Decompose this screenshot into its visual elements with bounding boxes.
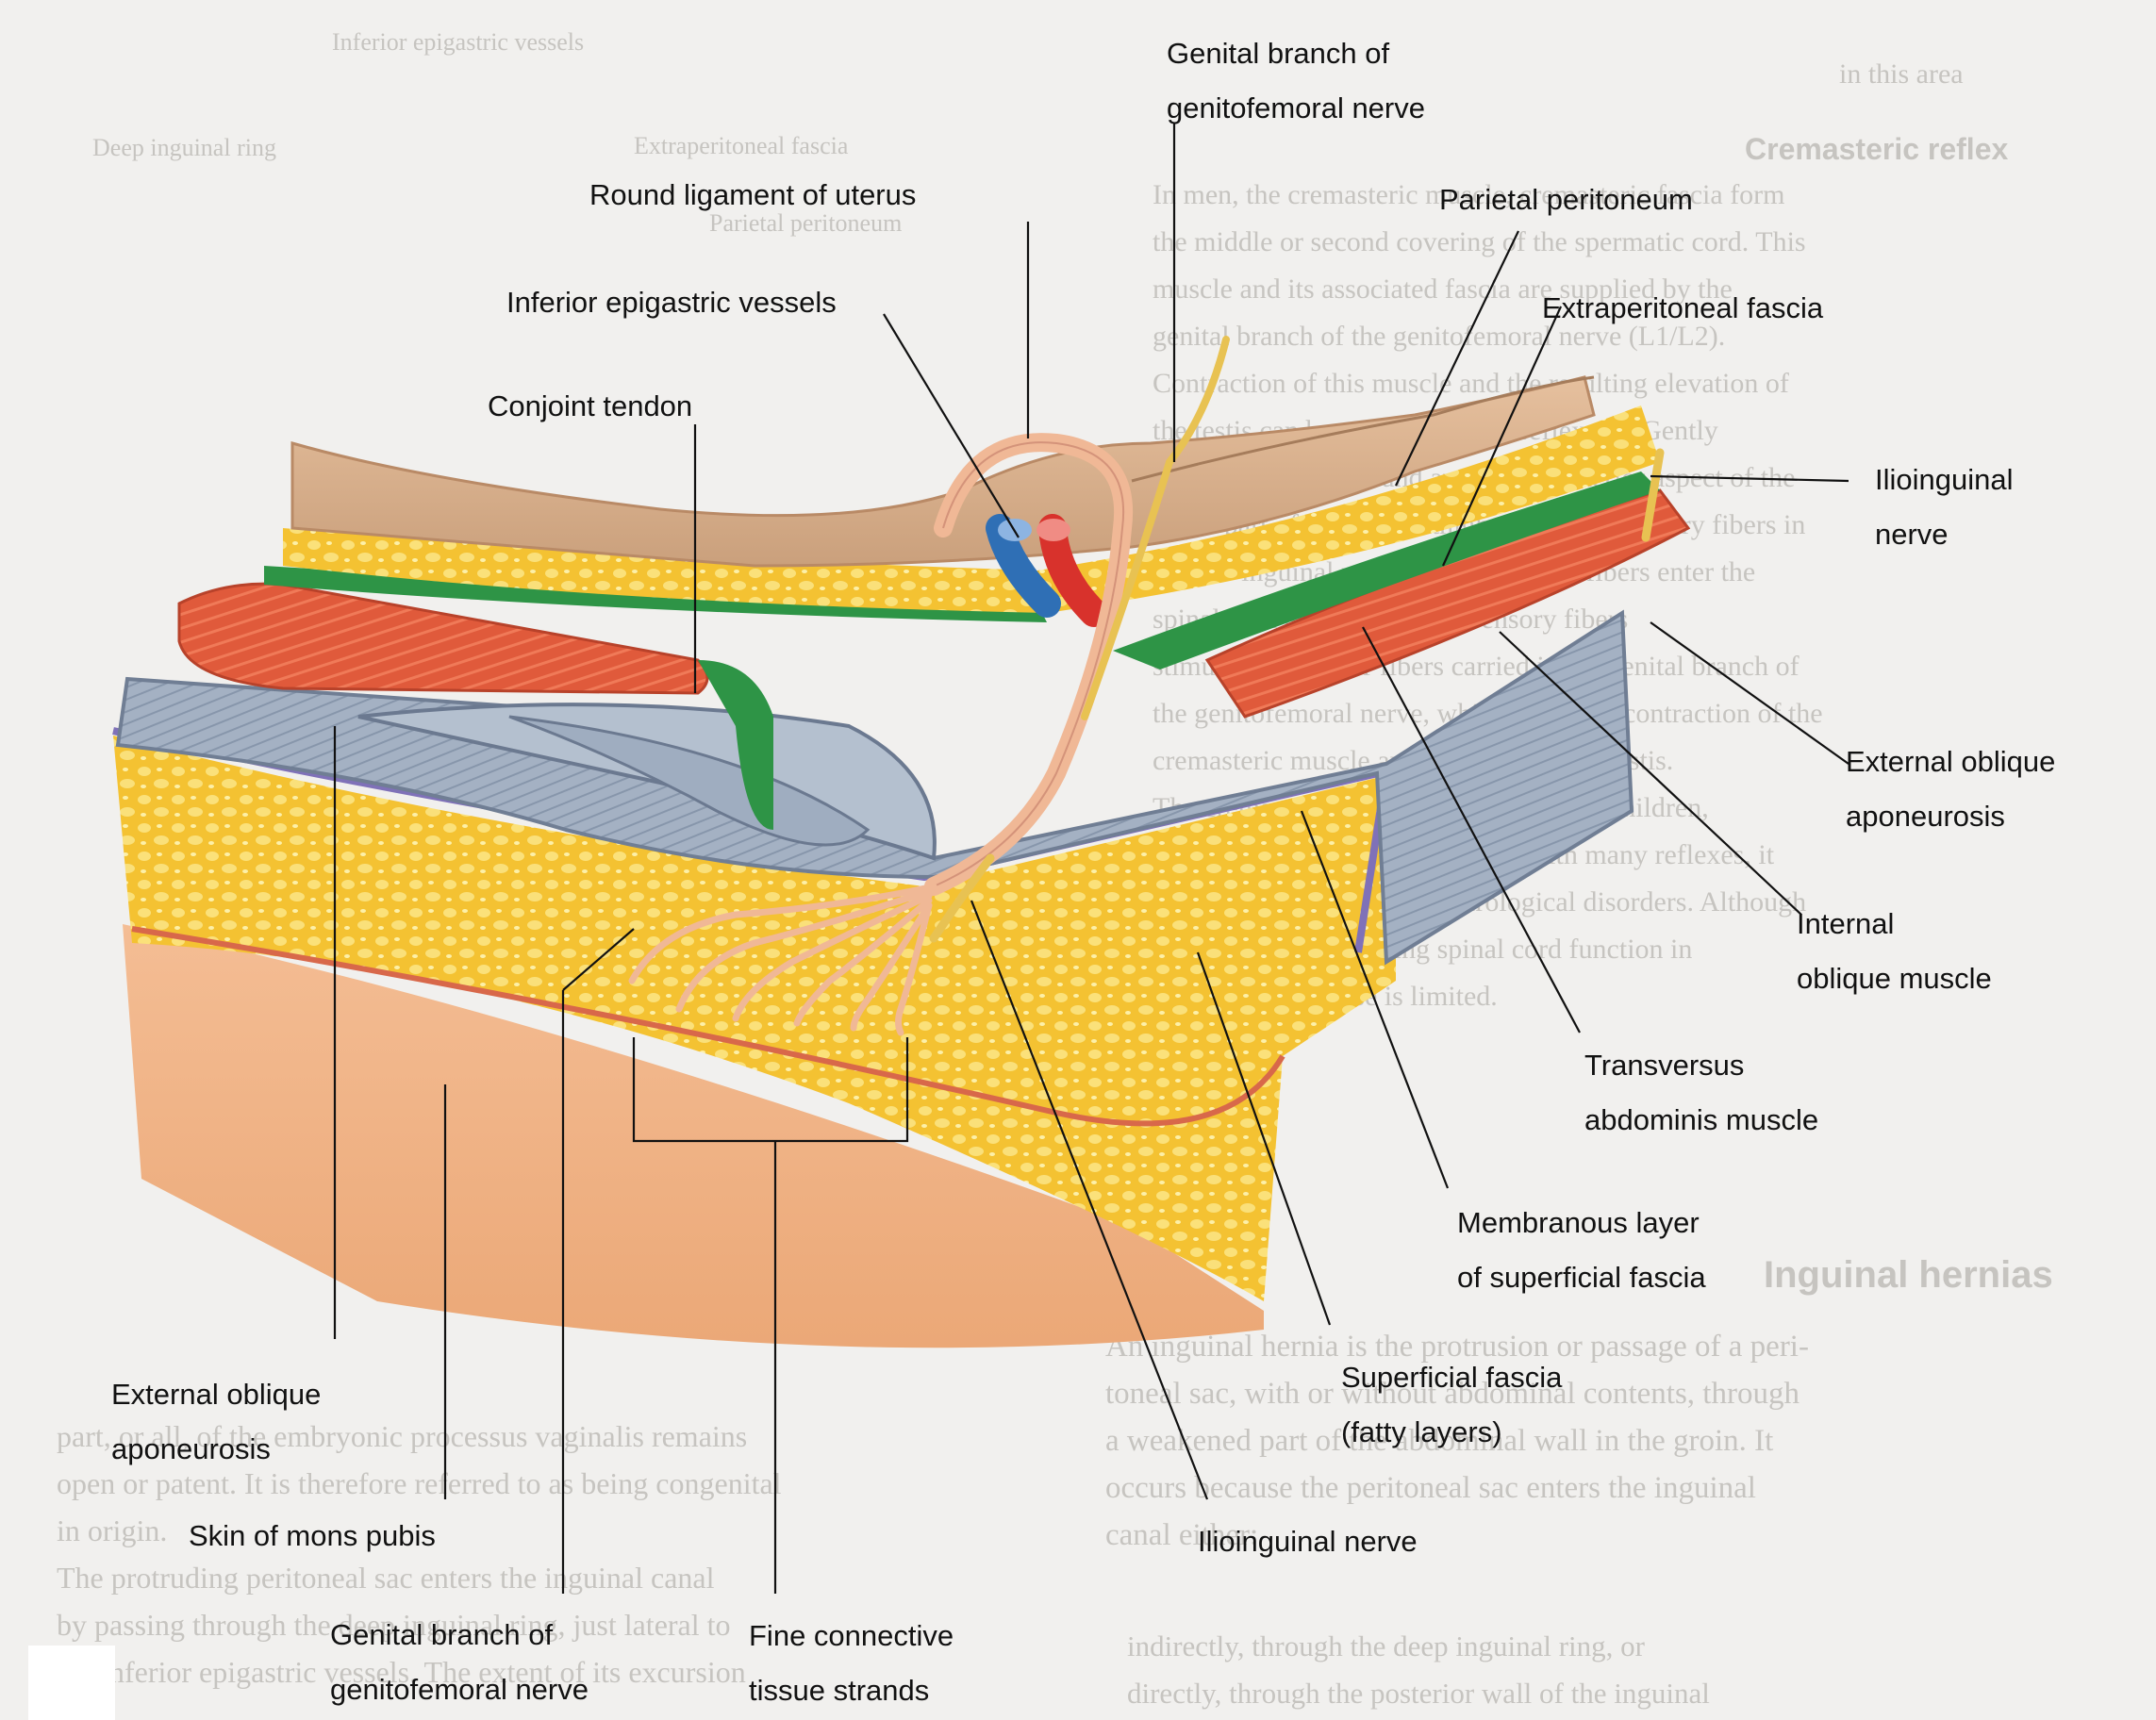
label-line: aponeurosis xyxy=(111,1432,271,1465)
ilioinguinal-nerve-right xyxy=(1641,448,1665,542)
label-superficial-fascia: Superficial fascia (fatty layers) xyxy=(1341,1350,1562,1460)
label-skin-mons-pubis: Skin of mons pubis xyxy=(189,1519,436,1552)
label-external-oblique-left: External oblique aponeurosis xyxy=(111,1367,321,1477)
label-round-ligament: Round ligament of uterus xyxy=(589,178,917,211)
external-oblique-aponeurosis-region xyxy=(115,609,1634,966)
conjoint-tendon-region xyxy=(357,703,937,861)
label-line: External oblique xyxy=(1846,745,2056,778)
corner-patch xyxy=(28,1646,115,1720)
leader-lines xyxy=(333,123,1849,1594)
label-line: Fine connective xyxy=(749,1619,954,1652)
genital-branch-nerve-top xyxy=(1081,336,1230,720)
label-genital-branch-top: Genital branch of genitofemoral nerve xyxy=(1167,26,1425,136)
label-line: Genital branch of xyxy=(330,1618,554,1651)
label-line: Ilioinguinal xyxy=(1875,463,2014,496)
label-transversus: Transversus abdominis muscle xyxy=(1584,1038,1818,1148)
label-external-oblique-right: External oblique aponeurosis xyxy=(1846,735,2055,844)
label-fine-connective: Fine connective tissue strands xyxy=(749,1609,954,1718)
label-line: genitofemoral nerve xyxy=(330,1673,589,1706)
label-ilioinguinal-nerve-bottom: Ilioinguinal nerve xyxy=(1198,1525,1418,1558)
skin-fold-line xyxy=(131,926,1285,1127)
label-extraperitoneal-fascia: Extraperitoneal fascia xyxy=(1542,291,1824,324)
label-line: Transversus xyxy=(1584,1049,1745,1082)
label-line: abdominis muscle xyxy=(1584,1103,1819,1136)
label-line: (fatty layers) xyxy=(1341,1415,1502,1448)
superficial-fascia-region xyxy=(113,736,1396,1301)
label-line: External oblique xyxy=(111,1378,322,1411)
extraperitoneal-fascia-region xyxy=(283,405,1660,613)
label-line: oblique muscle xyxy=(1797,962,1992,995)
label-membranous-layer: Membranous layer of superficial fascia xyxy=(1457,1196,1706,1305)
label-line: tissue strands xyxy=(749,1674,930,1707)
label-line: aponeurosis xyxy=(1846,800,2005,833)
label-line: Genital branch of xyxy=(1167,37,1390,70)
transversus-right-green xyxy=(1113,471,1660,670)
label-genital-branch-bottom: Genital branch of genitofemoral nerve xyxy=(330,1608,589,1717)
fine-connective-strands xyxy=(628,883,937,1036)
label-internal-oblique: Internal oblique muscle xyxy=(1797,897,1992,1006)
label-ilioinguinal-nerve-right: Ilioinguinal nerve xyxy=(1875,453,2014,562)
label-conjoint-tendon: Conjoint tendon xyxy=(488,389,693,422)
label-line: genitofemoral nerve xyxy=(1167,91,1425,124)
label-line: nerve xyxy=(1875,518,1949,551)
label-line: of superficial fascia xyxy=(1457,1261,1706,1294)
label-parietal-peritoneum: Parietal peritoneum xyxy=(1439,183,1693,216)
label-line: Internal xyxy=(1797,907,1895,940)
ilioinguinal-nerve-bottom xyxy=(929,853,995,943)
label-inferior-epigastric: Inferior epigastric vessels xyxy=(506,286,837,319)
internal-oblique-left xyxy=(177,582,709,695)
label-line: Superficial fascia xyxy=(1341,1361,1563,1394)
skin-mons-pubis-region xyxy=(123,924,1264,1348)
label-line: Membranous layer xyxy=(1457,1206,1700,1239)
